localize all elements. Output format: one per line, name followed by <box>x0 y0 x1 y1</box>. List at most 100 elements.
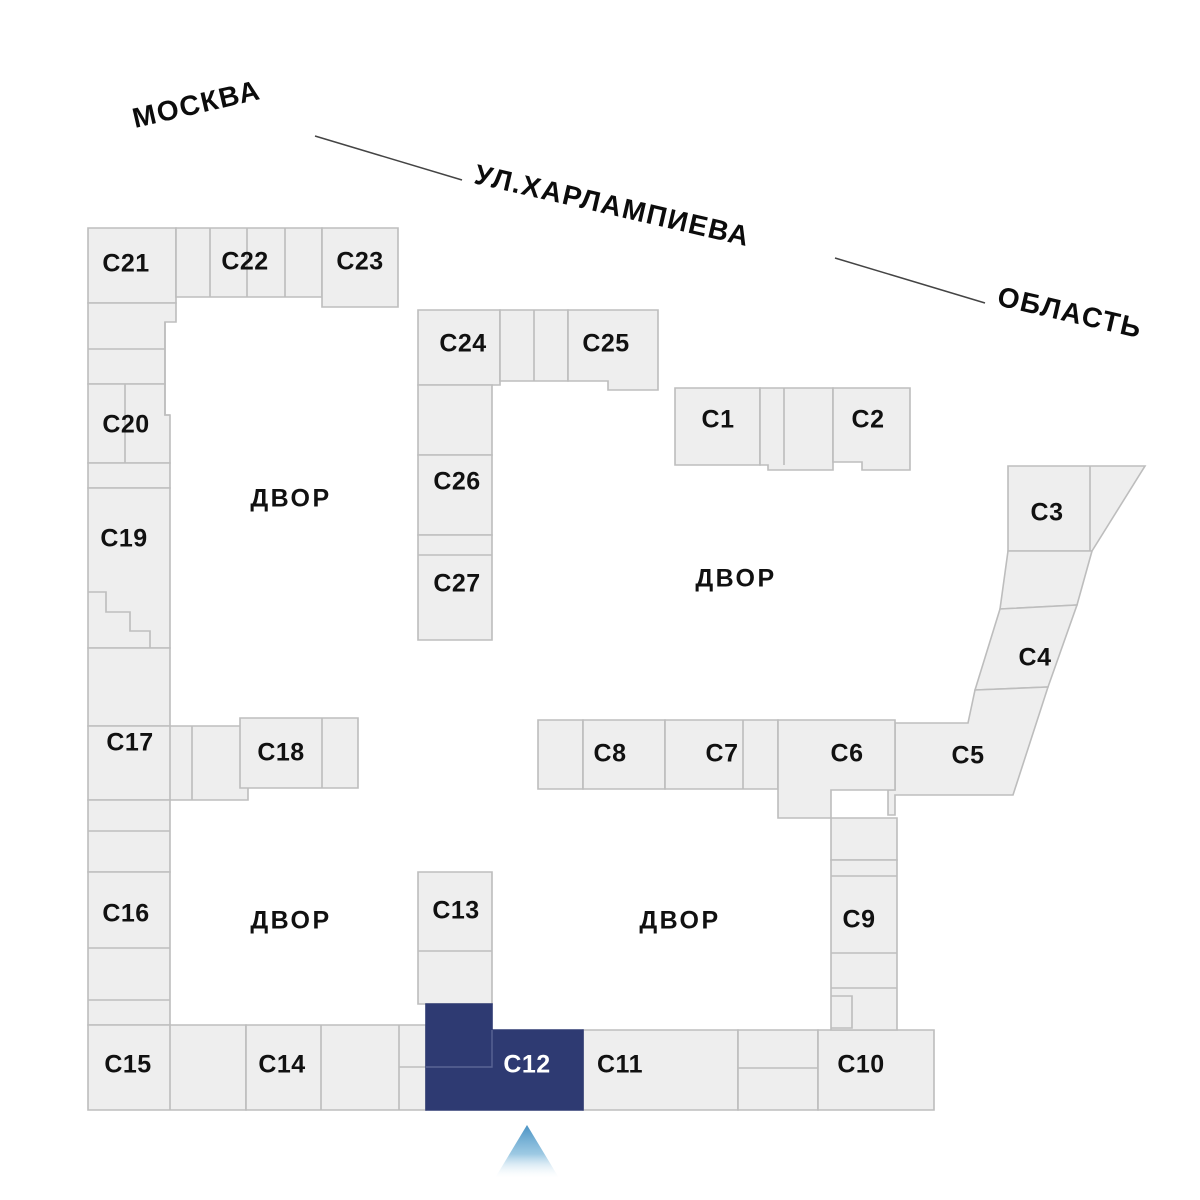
section-label-c2: C2 <box>852 406 885 434</box>
section-shape-c11-annex[interactable] <box>737 1029 819 1111</box>
section-group-c19[interactable]: C19 <box>87 487 171 649</box>
section-group-c3[interactable]: C3 <box>1007 465 1147 552</box>
section-group-c24[interactable]: C24 <box>417 309 501 386</box>
street-labels: МОСКВА УЛ.ХАРЛАМПИЕВА ОБЛАСТЬ <box>129 74 1145 344</box>
section-shape-c3[interactable] <box>1007 465 1147 552</box>
section-label-c24: C24 <box>439 330 486 358</box>
section-group-c16[interactable]: C16 <box>87 871 171 1026</box>
section-label-c10: C10 <box>837 1051 884 1079</box>
section-group-c25[interactable]: C25 <box>567 309 659 391</box>
section-shape-spine-sw1[interactable] <box>87 799 171 873</box>
section-shape-c27[interactable] <box>417 534 493 641</box>
section-group-c4[interactable]: C4 <box>973 604 1079 691</box>
section-shape-c12[interactable] <box>425 1003 584 1111</box>
section-divider-c9-d <box>831 995 853 1029</box>
section-shape-c6[interactable] <box>777 719 896 819</box>
section-label-c21: C21 <box>102 250 149 278</box>
section-group-c12[interactable]: C12 <box>425 1003 584 1111</box>
street-leaders <box>314 135 986 304</box>
section-group-c5[interactable]: C5 <box>887 686 1050 816</box>
section-divider-c20-b <box>164 384 170 416</box>
section-group-c1-annex[interactable] <box>759 387 834 471</box>
section-label-c8: C8 <box>594 740 627 768</box>
section-shape-c1-annex[interactable] <box>759 387 834 471</box>
section-shape-c9[interactable] <box>830 859 898 1031</box>
section-group-c2[interactable]: C2 <box>832 387 911 471</box>
section-label-c27: C27 <box>433 570 480 598</box>
section-group-c15[interactable]: C15 <box>87 1024 247 1111</box>
section-shape-c13[interactable] <box>417 871 493 1005</box>
location-marker-triangle <box>495 1125 559 1178</box>
section-label-c7: C7 <box>706 740 739 768</box>
section-group-west-spine-sw[interactable] <box>87 799 171 873</box>
leader-line-moskva <box>314 135 463 181</box>
section-label-c6: C6 <box>831 740 864 768</box>
section-group-c14[interactable]: C14 <box>245 1024 427 1111</box>
section-group-c17[interactable]: C17 <box>87 725 249 801</box>
section-group-c23[interactable]: C23 <box>321 227 399 308</box>
section-group-c13[interactable]: C13 <box>417 871 493 1005</box>
section-group-c8[interactable]: C8 <box>582 719 666 790</box>
section-group-c3-lower[interactable] <box>999 550 1094 610</box>
section-group-west-spine-north[interactable] <box>87 302 177 385</box>
section-shape-c24[interactable] <box>417 309 501 386</box>
section-divider-c12-inner <box>426 1030 493 1068</box>
section-shape-c9-north[interactable] <box>830 817 898 861</box>
yard-label-ne: ДВОР <box>695 565 776 593</box>
yard-label-se: ДВОР <box>639 907 720 935</box>
section-group-c27[interactable]: C27 <box>417 534 493 641</box>
section-label-c3: C3 <box>1031 499 1064 527</box>
section-shape-c26-spine[interactable] <box>417 384 493 456</box>
section-shape-c5[interactable] <box>887 686 1050 816</box>
section-shape-c8-west[interactable] <box>537 719 584 790</box>
section-label-c25: C25 <box>582 330 629 358</box>
section-label-c17: C17 <box>106 729 153 757</box>
section-group-west-spine-mid[interactable] <box>87 462 171 489</box>
street-label-oblast: ОБЛАСТЬ <box>995 281 1146 344</box>
section-group-c9-north[interactable] <box>830 817 898 861</box>
section-shape-c25[interactable] <box>567 309 659 391</box>
section-group-c24-annex[interactable] <box>499 309 569 382</box>
section-shape-spine-s1[interactable] <box>87 647 171 727</box>
section-group-c11[interactable]: C11 <box>582 1029 739 1111</box>
section-group-c9[interactable]: C9 <box>830 859 898 1031</box>
section-label-c19: C19 <box>100 525 147 553</box>
section-label-c5: C5 <box>952 742 985 770</box>
section-shape-c3-lower[interactable] <box>999 550 1094 610</box>
section-label-c9: C9 <box>843 906 876 934</box>
section-divider-c19-step <box>88 591 151 648</box>
section-shape-spine-n1[interactable] <box>87 302 177 385</box>
section-group-c26[interactable]: C26 <box>417 454 493 536</box>
section-label-c26: C26 <box>433 468 480 496</box>
section-group-c20[interactable]: C20 <box>87 383 171 464</box>
section-label-c23: C23 <box>336 248 383 276</box>
section-group-c8-west[interactable] <box>537 719 584 790</box>
section-label-c20: C20 <box>102 411 149 439</box>
section-group-c10[interactable]: C10 <box>817 1029 935 1111</box>
section-label-c16: C16 <box>102 900 149 928</box>
section-shape-c2[interactable] <box>832 387 911 471</box>
section-group-c22[interactable]: C22 <box>175 227 323 298</box>
section-group-c26-spine[interactable] <box>417 384 493 456</box>
section-shape-spine-m1[interactable] <box>87 462 171 489</box>
yard-label-sw: ДВОР <box>250 907 331 935</box>
street-label-harlampieva: УЛ.ХАРЛАМПИЕВА <box>472 159 754 253</box>
section-label-c12: C12 <box>503 1051 550 1079</box>
section-label-c18: C18 <box>257 739 304 767</box>
section-group-c6[interactable]: C6 <box>777 719 896 819</box>
section-label-c4: C4 <box>1019 644 1052 672</box>
section-group-west-spine-south[interactable] <box>87 647 171 727</box>
section-group-c7[interactable]: C7 <box>664 719 779 790</box>
section-label-c1: C1 <box>702 406 735 434</box>
section-group-c1[interactable]: C1 <box>674 387 761 466</box>
section-group-c21[interactable]: C21 <box>87 227 177 304</box>
section-shape-c19[interactable] <box>87 487 171 649</box>
section-shape-c18[interactable] <box>239 717 359 789</box>
section-group-c18[interactable]: C18 <box>239 717 359 789</box>
leader-line-oblast <box>834 257 986 304</box>
yard-label-nw: ДВОР <box>250 485 331 513</box>
section-shape-c23[interactable] <box>321 227 399 308</box>
section-group-c11-annex[interactable] <box>737 1029 819 1111</box>
